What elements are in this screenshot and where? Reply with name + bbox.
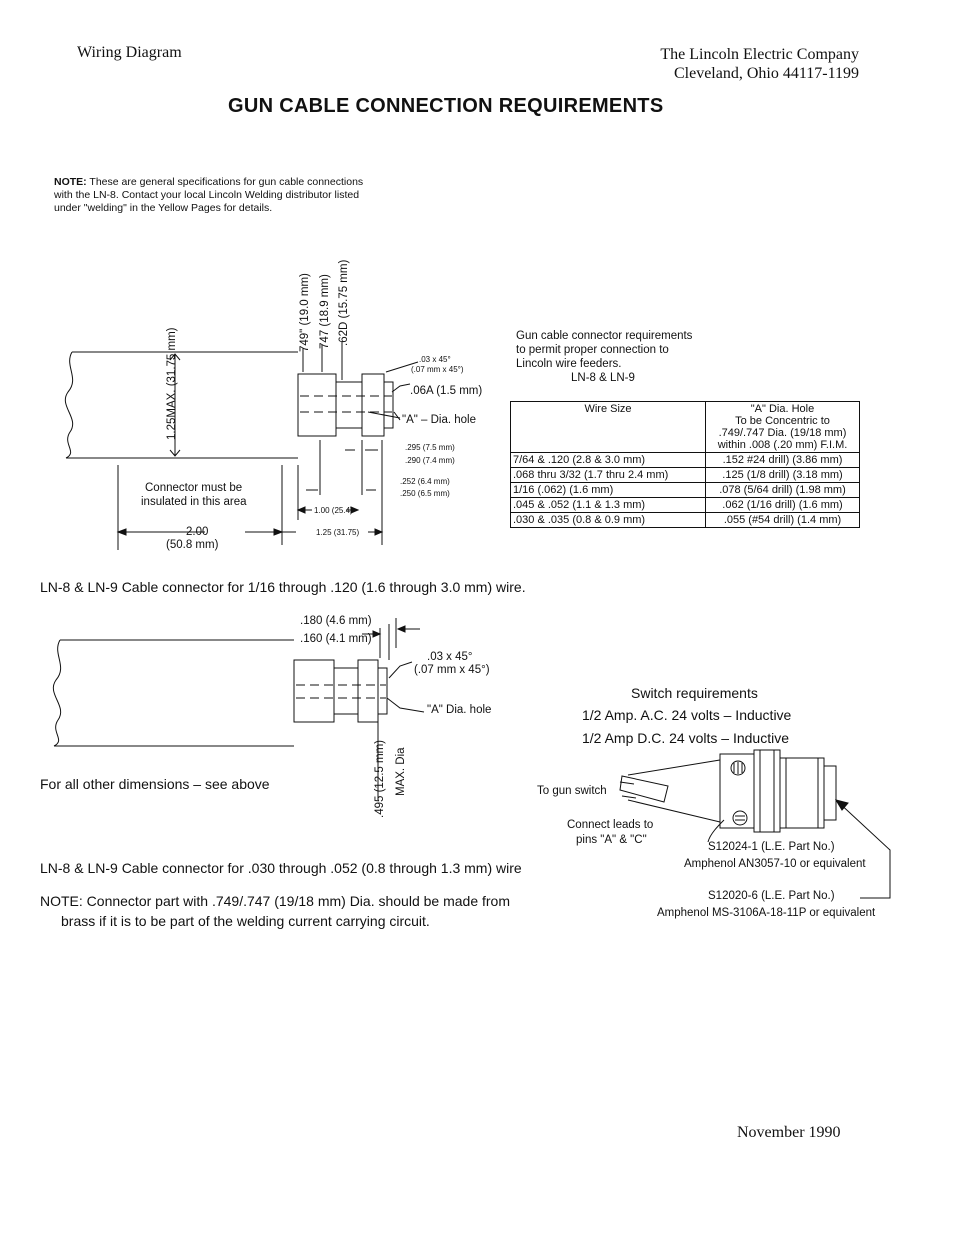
chamfer-1: .03 x 45° (419, 355, 451, 364)
wire-cell: .068 thru 3/32 (1.7 thru 2.4 mm) (510, 467, 706, 483)
table-row: 7/64 & .120 (2.8 & 3.0 mm).152 #24 drill… (510, 452, 860, 468)
dim-200: 2.00 (186, 526, 209, 538)
part-2-desc: Amphenol MS-3106A-18-11P or equivalent (657, 907, 876, 919)
connect-leads-1: Connect leads to (567, 819, 654, 831)
hole-cell: .078 (5/64 drill) (1.98 mm) (705, 482, 860, 498)
part-2: S12020-6 (L.E. Part No.) (708, 890, 835, 902)
chamfer-2-mm: (.07 mm x 45°) (414, 664, 490, 676)
dim-747: 747 (18.9 mm) (319, 274, 331, 349)
table-row: .045 & .052 (1.1 & 1.3 mm).062 (1/16 dri… (510, 497, 860, 513)
dim-125-max: 1.25MAX. (31.75 mm) (166, 327, 178, 440)
bottom-note-2: brass if it is to be part of the welding… (61, 913, 430, 929)
page-title: GUN CABLE CONNECTION REQUIREMENTS (228, 95, 664, 117)
dim-200-mm: (50.8 mm) (166, 539, 219, 551)
wire-cell: 7/64 & .120 (2.8 & 3.0 mm) (510, 452, 706, 468)
dim-06a: .06A (1.5 mm) (410, 385, 483, 397)
hole-cell: .125 (1/8 drill) (3.18 mm) (705, 467, 860, 483)
table-row: .068 thru 3/32 (1.7 thru 2.4 mm).125 (1/… (510, 467, 860, 483)
connect-leads-2: pins "A" & "C" (576, 834, 647, 846)
switch-ac: 1/2 Amp. A.C. 24 volts – Inductive (582, 707, 792, 723)
header-hole-1: "A" Dia. Hole (750, 403, 815, 415)
req-caption-2: to permit proper connection to (516, 344, 669, 356)
plug-connector-drawing (619, 749, 891, 899)
chamfer-2: .03 x 45° (427, 651, 473, 663)
dim-180: .180 (4.6 mm) (300, 615, 372, 627)
footer-date: November 1990 (737, 1124, 841, 1141)
dim-160: .160 (4.1 mm) (300, 633, 372, 645)
req-caption-1: Gun cable connector requirements (516, 330, 693, 342)
company-address: Cleveland, Ohio 44117-1199 (673, 65, 859, 82)
break-line (65, 351, 74, 459)
dim-62d: .62D (15.75 mm) (338, 259, 350, 346)
part-1: S12024-1 (L.E. Part No.) (708, 841, 835, 853)
header-left: Wiring Diagram (77, 44, 182, 61)
dim-250: .250 (6.5 mm) (400, 489, 450, 498)
connector-note-2: insulated in this area (141, 496, 247, 508)
hole-cell: .152 #24 drill) (3.86 mm) (705, 452, 860, 468)
switch-title: Switch requirements (631, 685, 758, 701)
wire-size-table: Wire Size "A" Dia. Hole To be Concentric… (510, 401, 860, 528)
dim-125b: 1.25 (31.75) (316, 528, 360, 537)
header-wire-size: Wire Size (510, 401, 706, 453)
hole-cell: .055 (#54 drill) (1.4 mm) (705, 512, 860, 528)
part-1-desc: Amphenol AN3057-10 or equivalent (684, 858, 866, 870)
a-dia-hole-label-2: "A" Dia. hole (427, 704, 492, 716)
dim-495: .495 (12.5 mm) (374, 740, 386, 818)
top-note-body: These are general specifications for gun… (54, 176, 364, 214)
table-row: 1/16 (.062) (1.6 mm).078 (5/64 drill) (1… (510, 482, 860, 498)
table-header-row: Wire Size "A" Dia. Hole To be Concentric… (510, 401, 860, 453)
caption-2: LN-8 & LN-9 Cable connector for .030 thr… (40, 860, 522, 876)
chamfer-1-mm: (.07 mm x 45°) (411, 365, 464, 374)
header-hole-4: within .008 (.20 mm) F.I.M. (717, 439, 848, 451)
req-caption-4: LN-8 & LN-9 (571, 372, 635, 384)
top-note: NOTE: These are general specifications f… (54, 176, 364, 215)
hole-cell: .062 (1/16 drill) (1.6 mm) (705, 497, 860, 513)
connector-note-1: Connector must be (145, 482, 243, 494)
connector-diagram-2 (53, 618, 425, 800)
bore-centerline (300, 395, 392, 413)
req-caption-3: Lincoln wire feeders. (516, 358, 622, 370)
dim-295: .295 (7.5 mm) (405, 443, 455, 452)
dim-495-max: MAX. Dia (395, 747, 407, 796)
header-hole-2: To be Concentric to (735, 415, 830, 427)
dim-749: 749" (19.0 mm) (299, 273, 311, 352)
dim-290: .290 (7.4 mm) (405, 456, 455, 465)
switch-dc: 1/2 Amp D.C. 24 volts – Inductive (582, 730, 789, 746)
header-hole-3: .749/.747 Dia. (19/18 mm) (718, 427, 847, 439)
dim-252: .252 (6.4 mm) (400, 477, 450, 486)
caption-1: LN-8 & LN-9 Cable connector for 1/16 thr… (40, 579, 526, 595)
a-dia-hole-label: "A" – Dia. hole (402, 414, 477, 426)
top-note-prefix: NOTE: (54, 176, 87, 188)
break-line-2 (53, 639, 62, 747)
header-a-dia-hole: "A" Dia. Hole To be Concentric to .749/.… (705, 401, 860, 453)
company-name: The Lincoln Electric Company (660, 46, 859, 63)
table-row: .030 & .035 (0.8 & 0.9 mm).055 (#54 dril… (510, 512, 860, 528)
wire-cell: .045 & .052 (1.1 & 1.3 mm) (510, 497, 706, 513)
bottom-note-1: NOTE: Connector part with .749/.747 (19/… (40, 893, 510, 909)
wire-cell: .030 & .035 (0.8 & 0.9 mm) (510, 512, 706, 528)
connector-body (297, 373, 337, 437)
wire-cell: 1/16 (.062) (1.6 mm) (510, 482, 706, 498)
other-dims-note: For all other dimensions – see above (40, 776, 270, 792)
dim-100: 1.00 (25.4) (314, 506, 353, 515)
to-gun-switch: To gun switch (537, 785, 607, 797)
connector-diagram-1 (65, 342, 419, 550)
